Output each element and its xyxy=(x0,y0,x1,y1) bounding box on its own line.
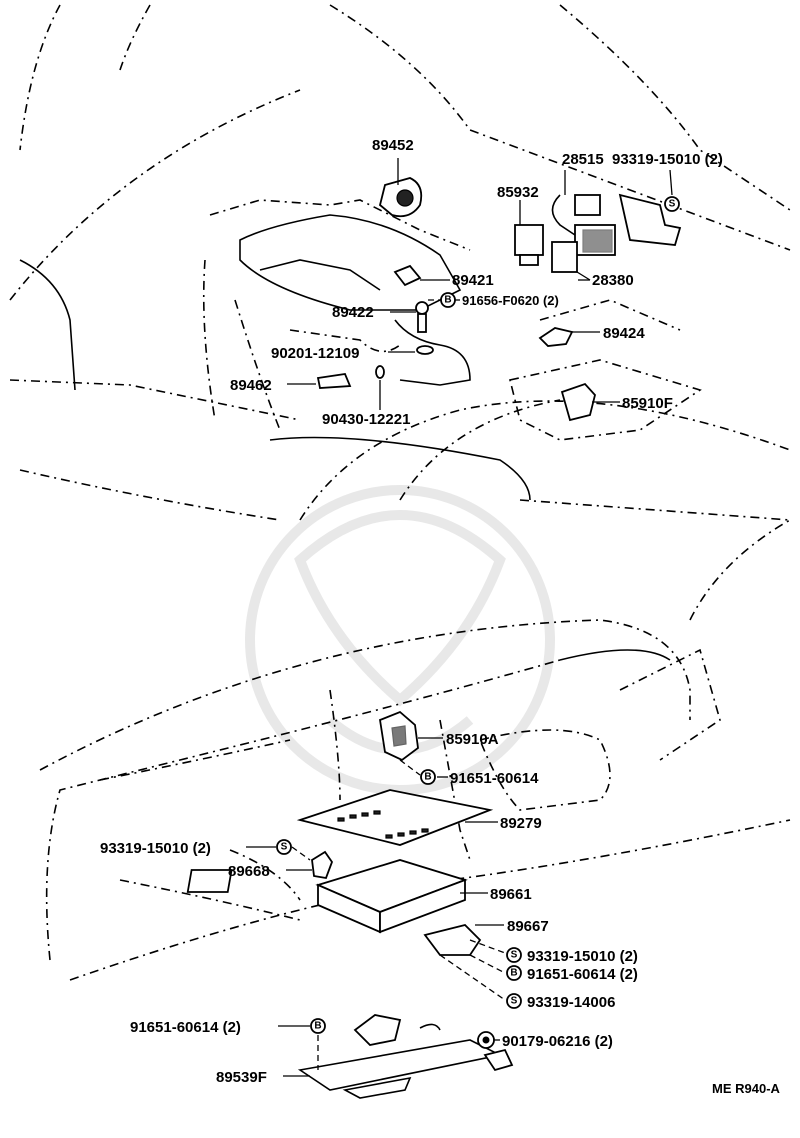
label-89462: 89462 xyxy=(230,377,272,394)
svg-text:S: S xyxy=(281,842,288,853)
label-90430-12221: 90430-12221 xyxy=(322,411,410,428)
sensor-89421 xyxy=(393,264,422,287)
label-89661: 89661 xyxy=(490,886,532,903)
label-89452: 89452 xyxy=(372,137,414,154)
sensor-89422 xyxy=(415,301,429,333)
sensor-89452 xyxy=(378,177,423,218)
svg-text:B: B xyxy=(314,1021,321,1032)
badge-s-top: S xyxy=(664,196,680,212)
badge-b-91656: B xyxy=(440,292,456,308)
label-85910a: 85910A xyxy=(446,731,499,748)
label-85910f: 85910F xyxy=(622,395,673,412)
label-91651-60614-left: 91651-60614 (2) xyxy=(130,1019,241,1036)
relay-85932 xyxy=(514,224,544,266)
cover-89279 xyxy=(296,789,494,846)
label-89422: 89422 xyxy=(332,304,374,321)
sensor-89462 xyxy=(316,373,352,389)
label-89668: 89668 xyxy=(228,863,270,880)
label-91656-f0620: 91656-F0620 (2) xyxy=(462,293,559,308)
svg-text:B: B xyxy=(510,968,517,979)
label-93319-15010-left: 93319-15010 (2) xyxy=(100,840,211,857)
label-28380: 28380 xyxy=(592,272,634,289)
badge-b-91651-a: B xyxy=(420,769,436,785)
bottom-leader-lines xyxy=(246,737,506,1077)
svg-text:B: B xyxy=(424,772,431,783)
label-91651-60614-right: 91651-60614 (2) xyxy=(527,966,638,983)
badge-s-left: S xyxy=(276,839,292,855)
label-93319-14006: 93319-14006 xyxy=(527,994,615,1011)
label-89421: 89421 xyxy=(452,272,494,289)
badge-b-left: B xyxy=(310,1018,326,1034)
gasket-90201 xyxy=(416,345,434,355)
sensor-89424 xyxy=(538,327,574,347)
diagram-code: ME R940-A xyxy=(712,1081,781,1096)
svg-text:S: S xyxy=(669,199,676,210)
watermark-emblem xyxy=(245,485,555,795)
label-91651-60614-a: 91651-60614 xyxy=(450,770,539,787)
svg-text:B: B xyxy=(444,295,451,306)
label-93319-15010-right: 93319-15010 (2) xyxy=(527,948,638,965)
label-28515: 28515 xyxy=(562,151,604,168)
bracket-89668 xyxy=(311,850,334,880)
relay-85910A xyxy=(379,710,419,762)
badge-90179 xyxy=(477,1031,495,1049)
relay-28380 xyxy=(551,241,591,281)
label-89667: 89667 xyxy=(507,918,549,935)
label-89279: 89279 xyxy=(500,815,542,832)
label-90179-06216: 90179-06216 (2) xyxy=(502,1033,613,1050)
bracket-93319-top xyxy=(618,193,682,246)
badge-s-14006: S xyxy=(506,993,522,1009)
engine-bay-outline xyxy=(9,4,791,621)
label-89539f: 89539F xyxy=(216,1069,267,1086)
label-85932: 85932 xyxy=(497,184,539,201)
connector-28515 xyxy=(551,194,616,256)
washer-90430 xyxy=(375,365,385,379)
svg-text:S: S xyxy=(511,950,518,961)
bracket-89667 xyxy=(423,924,482,956)
svg-text:S: S xyxy=(511,996,518,1007)
label-89424: 89424 xyxy=(603,325,645,342)
bracket-89539F xyxy=(297,1014,514,1099)
label-93319-15010-top: 93319-15010 (2) xyxy=(612,151,723,168)
badge-s-right: S xyxy=(506,947,522,963)
ecu-89661 xyxy=(186,859,468,934)
relay-85910F xyxy=(560,382,596,422)
label-90201-12109: 90201-12109 xyxy=(271,345,359,362)
badge-b-right: B xyxy=(506,965,522,981)
